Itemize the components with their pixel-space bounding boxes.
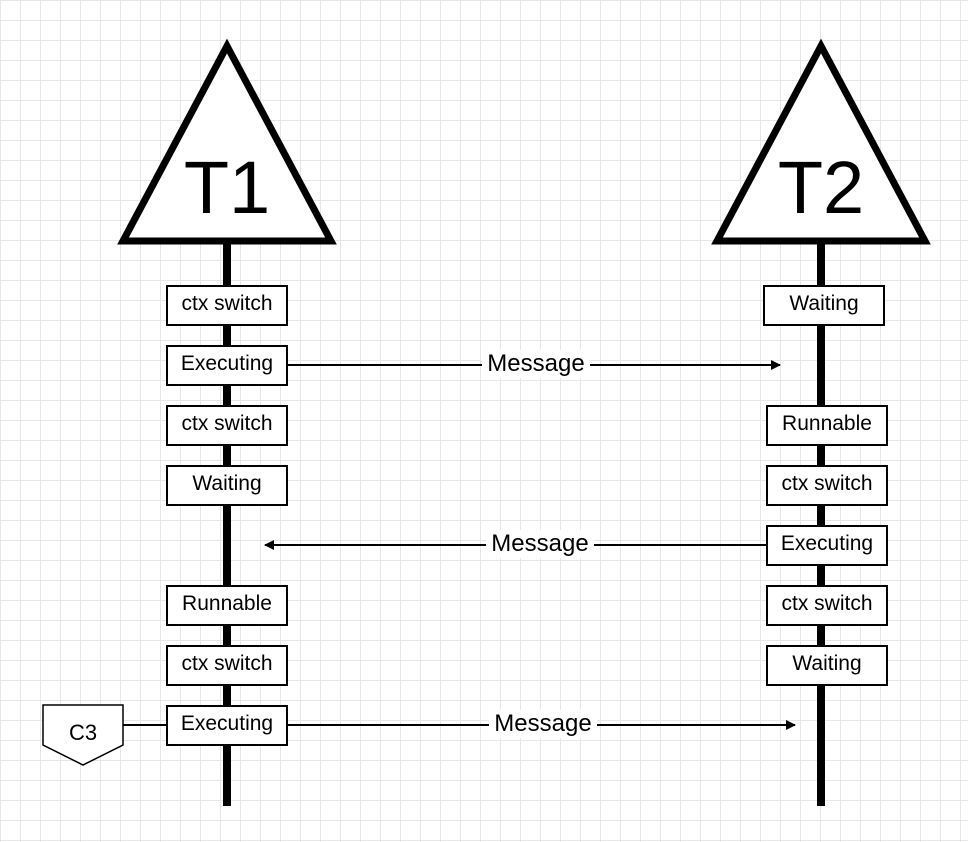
t1-state-2-label: Executing [181, 352, 273, 375]
t2-state-1[interactable]: Waiting [763, 285, 885, 326]
t2-state-3-label: ctx switch [781, 472, 872, 495]
t2-state-1-label: Waiting [789, 292, 858, 315]
t1-state-3[interactable]: ctx switch [166, 405, 288, 446]
t1-state-2[interactable]: Executing [166, 345, 288, 386]
t1-state-4-label: Waiting [192, 472, 261, 495]
c3-offpage-connector[interactable]: C3 [42, 704, 124, 766]
message-1[interactable]: Message [287, 350, 781, 378]
t2-state-6-label: Waiting [792, 652, 861, 675]
t2-state-6[interactable]: Waiting [766, 645, 888, 686]
t2-thread-label: T2 [778, 146, 864, 229]
t1-state-5-label: Runnable [182, 592, 272, 615]
message-3-label-bg [489, 710, 597, 738]
t1-triangle [117, 38, 337, 245]
t1-thread-header[interactable]: T1 [117, 38, 337, 245]
t1-state-7[interactable]: Executing [166, 705, 288, 746]
t1-state-1[interactable]: ctx switch [166, 285, 288, 326]
message-1-label: Message [487, 350, 584, 377]
t1-state-1-label: ctx switch [181, 292, 272, 315]
t1-state-4[interactable]: Waiting [166, 465, 288, 506]
t2-triangle [711, 38, 931, 245]
offpage-connector-icon [42, 704, 124, 766]
message-3-label: Message [494, 710, 591, 737]
t1-state-7-label: Executing [181, 712, 273, 735]
t2-state-4-label: Executing [781, 532, 873, 555]
t2-state-5-label: ctx switch [781, 592, 872, 615]
t2-state-4[interactable]: Executing [766, 525, 888, 566]
t1-state-5[interactable]: Runnable [166, 585, 288, 626]
t1-state-6-label: ctx switch [181, 652, 272, 675]
message-3[interactable]: Message [287, 710, 796, 738]
message-1-label-bg [482, 350, 590, 378]
message-2[interactable]: Message [264, 530, 767, 558]
c3-connector-label: C3 [69, 720, 97, 745]
message-2-label-bg [486, 530, 594, 558]
t2-state-2-label: Runnable [782, 412, 872, 435]
message-2-label: Message [491, 530, 588, 557]
t2-state-3[interactable]: ctx switch [766, 465, 888, 506]
t2-state-5[interactable]: ctx switch [766, 585, 888, 626]
t1-state-3-label: ctx switch [181, 412, 272, 435]
t2-thread-header[interactable]: T2 [711, 38, 931, 245]
t1-thread-label: T1 [184, 146, 270, 229]
t2-state-2[interactable]: Runnable [766, 405, 888, 446]
t1-state-6[interactable]: ctx switch [166, 645, 288, 686]
